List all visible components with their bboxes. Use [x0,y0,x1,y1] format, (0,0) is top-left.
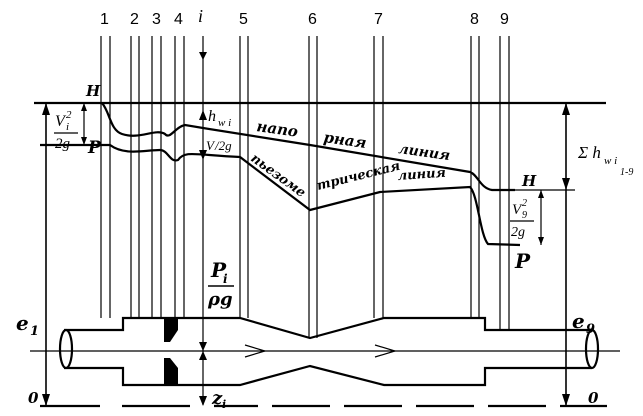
pipe-lower-wall [64,364,592,387]
label-pressure-head: P i ρg [207,258,234,310]
orifice-lower [164,358,178,385]
tube-number-3: 3 [152,11,161,28]
tube-number-1: 1 [100,11,109,28]
svg-text:e: e [16,311,29,335]
label-velocity-head-small: V /2g [206,138,232,153]
label-velocity-head-9: V 2 9 2g [510,198,534,240]
svg-text:1-9: 1-9 [620,167,633,178]
svg-text:2: 2 [66,109,72,121]
label-piezo-1: пьезоме [248,151,309,201]
pipe-inlet [58,328,74,370]
label-z-i: z i [211,388,226,411]
label-datum-right: 0 [588,389,599,407]
svg-text:i: i [66,121,69,133]
tube-numbers: 1 2 3 4 5 6 7 8 9 i [100,6,509,28]
svg-text:w i: w i [604,155,617,167]
dimension-sum-hw [515,103,575,406]
svg-text:i: i [222,398,226,411]
section-index-label: i [198,6,203,26]
svg-text:/2g: /2g [214,138,232,153]
svg-text:1: 1 [30,324,39,339]
dimension-velocity-head-9 [538,190,544,245]
svg-text:h: h [208,108,216,125]
label-total-head-3: линия [397,141,451,164]
tube-number-2: 2 [130,11,139,28]
label-H-left: H [85,82,101,100]
tube-number-8: 8 [470,11,479,28]
label-sum-hw: Σ h w i 1-9 [577,143,633,178]
label-hw-i: h w i [208,108,231,129]
label-piezo-2: трическая [315,159,401,194]
piezometric-line [40,143,521,247]
svg-text:9: 9 [586,322,595,337]
tube-number-4: 4 [174,11,183,28]
label-velocity-head-i: V 2 i 2g [54,109,78,152]
flow-arrow-2 [374,344,398,358]
pipe [58,316,600,387]
svg-text:i: i [223,272,228,286]
svg-text:V: V [55,113,67,130]
label-e9: e 9 [572,309,595,337]
svg-text:V: V [206,138,216,153]
svg-text:2g: 2g [511,225,525,240]
piezometer-tubes [100,36,510,338]
svg-text:z: z [211,388,223,409]
svg-text:V: V [512,202,523,218]
svg-text:w i: w i [218,117,231,129]
label-datum-left: 0 [28,389,39,407]
section-i-arrowhead [199,52,207,60]
pipe-outlet [584,328,600,370]
svg-text:ρg: ρg [207,289,233,310]
label-total-head-2: рная [322,128,367,152]
tube-number-6: 6 [308,11,317,28]
svg-text:P: P [210,258,227,282]
orifice-upper [164,318,178,342]
label-H-right: H [521,172,537,190]
label-P-right: P [514,249,531,273]
svg-text:Σ h: Σ h [577,143,601,162]
tube-number-7: 7 [374,11,383,28]
label-piezo-3: линия [397,166,446,184]
pipe-upper-wall [64,316,592,340]
dimension-e1 [42,103,50,406]
svg-text:e: e [572,309,585,333]
dimension-velocity-head-i [81,103,87,145]
svg-text:9: 9 [522,210,527,221]
tube-number-5: 5 [239,11,248,28]
total-head-line [101,102,515,192]
tube-number-9: 9 [500,11,509,28]
label-e1: e 1 [16,311,39,339]
svg-text:2g: 2g [55,136,71,152]
svg-text:2: 2 [522,198,527,209]
flow-arrow-1 [244,344,268,358]
label-P-left: P [87,138,102,158]
label-total-head-1: напо [255,117,299,141]
